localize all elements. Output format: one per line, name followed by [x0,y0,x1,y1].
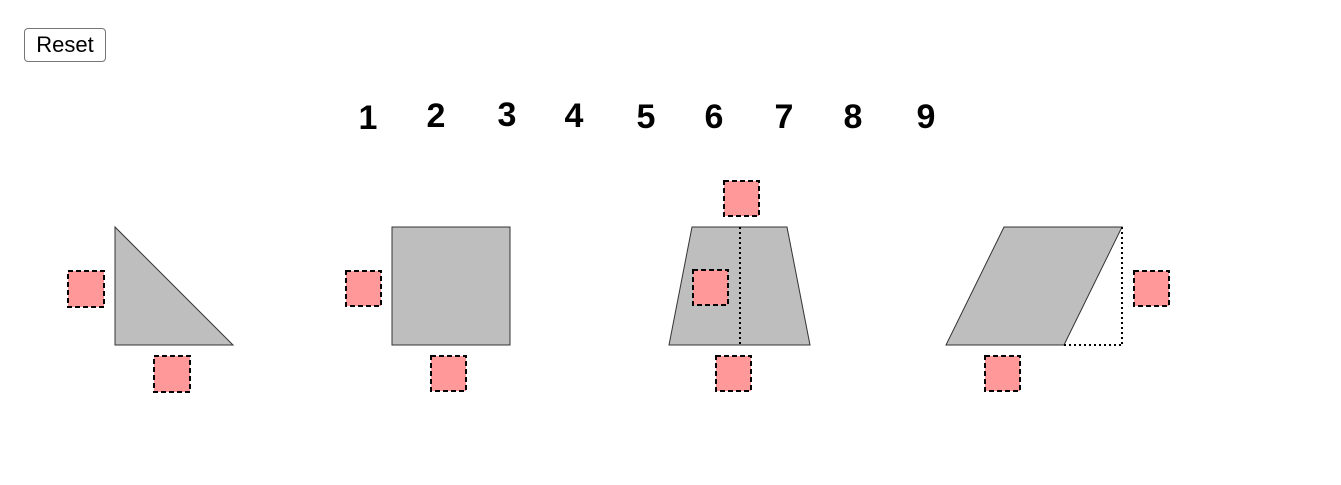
parallelogram-base-drop-box[interactable] [984,355,1021,392]
right-triangle-group [67,225,235,393]
number-tile-1[interactable]: 1 [358,99,378,137]
number-tile-7[interactable]: 7 [774,98,794,136]
trapezoid-shape [668,226,811,346]
trapezoid-top-base-drop-box[interactable] [723,180,760,217]
right-triangle-base-drop-box[interactable] [153,355,191,393]
square-height-drop-box[interactable] [345,270,382,307]
trapezoid-height-drop-box[interactable] [692,269,729,306]
number-tile-8[interactable]: 8 [843,98,863,136]
square-group [345,226,511,392]
trapezoid-bottom-base-drop-box[interactable] [715,355,752,392]
number-tile-2[interactable]: 2 [426,97,446,135]
parallelogram-shape [945,226,1123,346]
right-triangle-height-drop-box[interactable] [67,270,105,308]
right-triangle-shape [114,225,235,346]
number-tile-9[interactable]: 9 [916,98,936,136]
number-tile-6[interactable]: 6 [704,98,724,136]
square-shape [391,226,511,346]
number-tile-5[interactable]: 5 [636,98,656,136]
trapezoid-group [668,180,811,392]
parallelogram-group [945,226,1170,392]
square-base-drop-box[interactable] [430,355,467,392]
number-tile-3[interactable]: 3 [497,96,517,134]
number-tile-4[interactable]: 4 [564,97,584,135]
parallelogram-height-drop-box[interactable] [1133,270,1170,307]
reset-button[interactable]: Reset [24,28,106,62]
